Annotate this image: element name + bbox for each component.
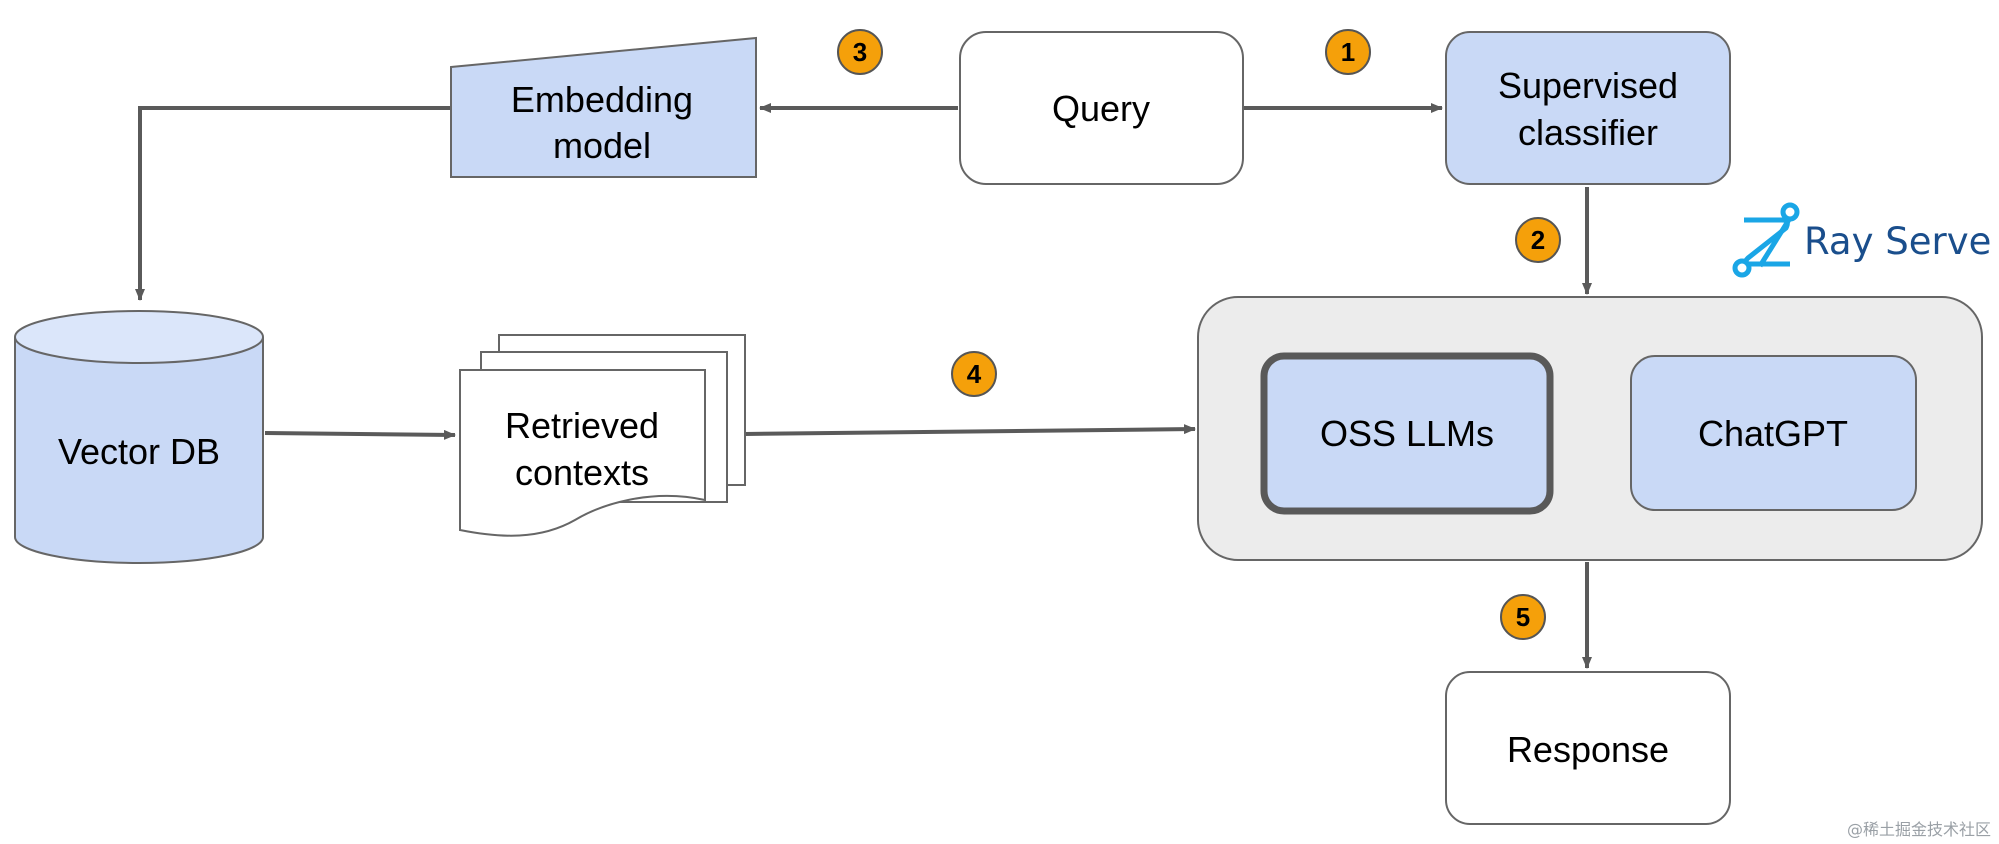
response-node: Response — [1445, 671, 1731, 825]
query-node: Query — [959, 31, 1244, 185]
step-badge-5-label: 5 — [1516, 602, 1530, 632]
chatgpt-node: ChatGPT — [1630, 355, 1917, 511]
retrieved-contexts-node: Retrieved contexts — [459, 334, 746, 537]
step-badge-3: 3 — [837, 29, 883, 75]
arrow-contexts-to-llm-group — [744, 424, 1196, 436]
response-label: Response — [1507, 729, 1669, 770]
step-badge-2-label: 2 — [1531, 225, 1545, 255]
step-badge-4-label: 4 — [967, 359, 982, 389]
step-badge-2: 2 — [1515, 217, 1561, 263]
arrow-embedding-to-vectordb — [135, 106, 450, 301]
retrieved-contexts-label-line1: Retrieved — [505, 405, 659, 446]
arrow-vectordb-to-contexts — [264, 429, 456, 440]
step-badge-5: 5 — [1500, 594, 1546, 640]
chatgpt-label: ChatGPT — [1698, 413, 1848, 454]
ray-serve-logo: Ray Serve — [1732, 202, 1991, 278]
retrieved-contexts-label-line2: contexts — [515, 452, 649, 493]
embedding-model-node: Embedding model — [450, 36, 757, 178]
arrows — [135, 103, 1592, 669]
step-badge-3-label: 3 — [853, 37, 867, 67]
supervised-classifier-label-line1: Supervised — [1498, 65, 1678, 106]
vector-db-node: Vector DB — [14, 310, 264, 564]
watermark-text: @稀土掘金技术社区 — [1846, 820, 1991, 839]
embedding-model-label-line2: model — [553, 125, 651, 166]
step-badge-4: 4 — [951, 351, 997, 397]
oss-llms-label: OSS LLMs — [1320, 413, 1494, 454]
supervised-classifier-node: Supervised classifier — [1445, 31, 1731, 185]
ray-serve-logo-text: Ray Serve — [1804, 220, 1991, 263]
ray-logo-icon — [1732, 202, 1800, 278]
step-badge-1-label: 1 — [1341, 37, 1355, 67]
embedding-model-label-line1: Embedding — [511, 79, 693, 120]
supervised-classifier-label-line2: classifier — [1518, 112, 1658, 153]
vector-db-label: Vector DB — [58, 431, 220, 472]
oss-llms-node: OSS LLMs — [1260, 352, 1554, 515]
step-badge-1: 1 — [1325, 29, 1371, 75]
query-label: Query — [1052, 88, 1150, 129]
